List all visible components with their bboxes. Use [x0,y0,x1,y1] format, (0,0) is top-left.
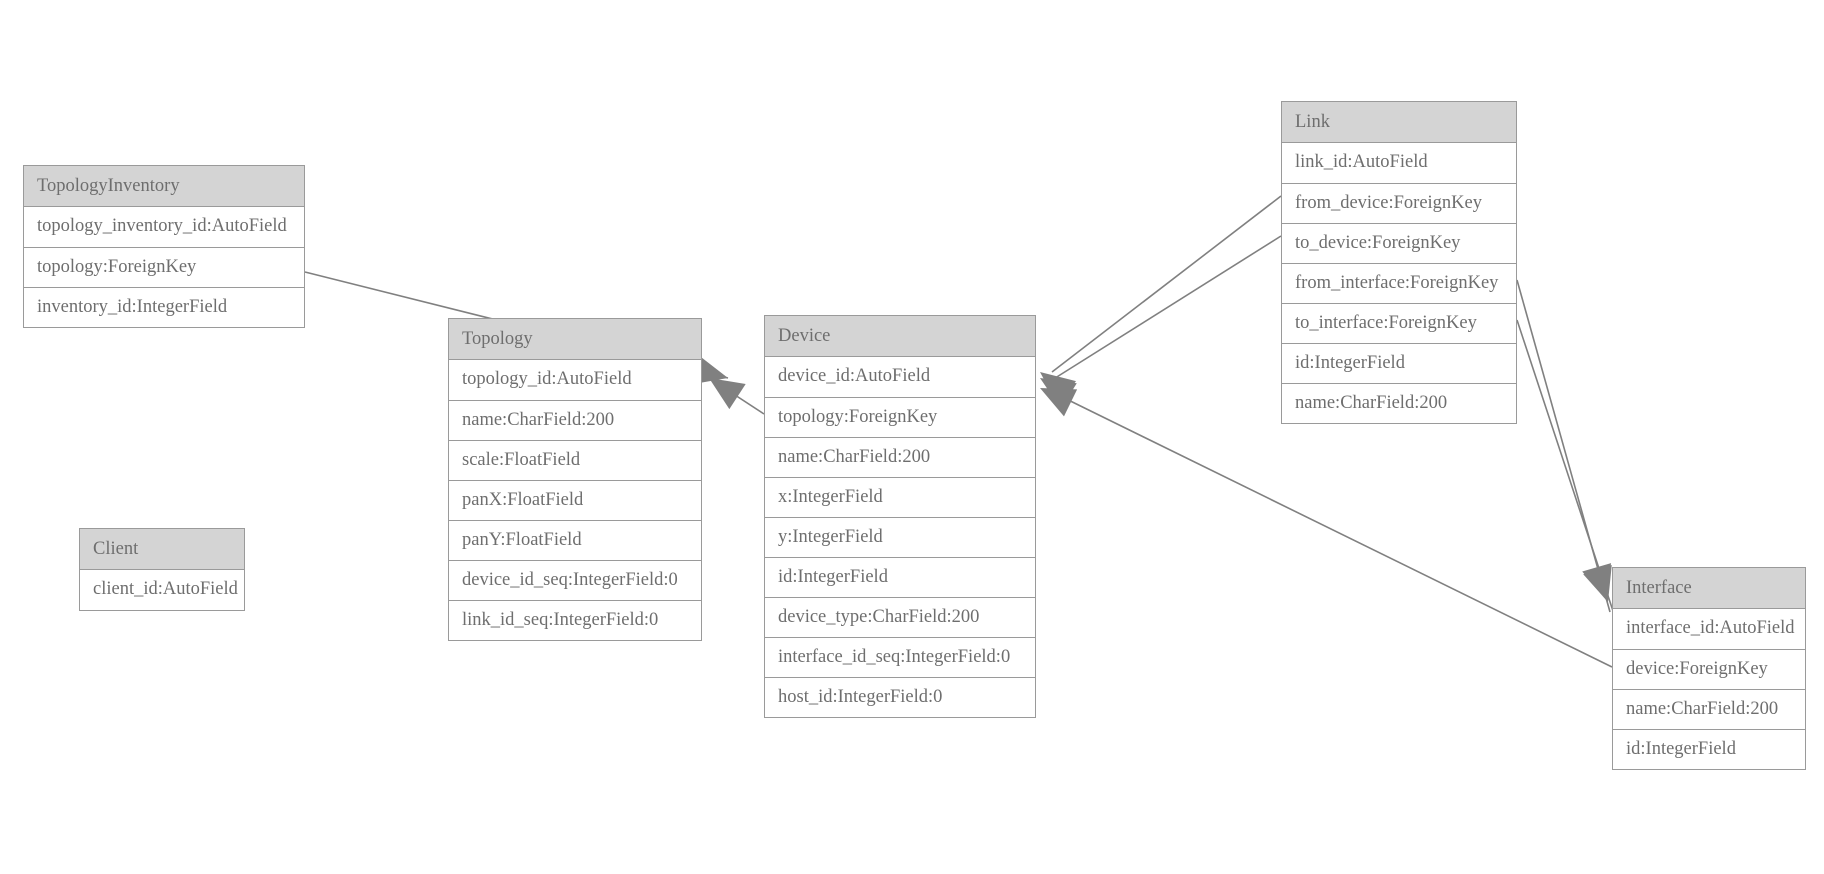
rel-link-from-interface [1516,279,1612,613]
entity-title-topology_inventory: TopologyInventory [24,166,304,207]
rel-link-to-device [1040,235,1282,409]
relationship-arrowhead [709,378,746,410]
entity-attribute: from_device:ForeignKey [1282,183,1516,223]
relationship-line [1051,391,1613,668]
entity-title-topology: Topology [449,319,701,360]
rel-link-to-interface [1516,319,1615,615]
entity-attribute: topology_inventory_id:AutoField [24,207,304,247]
relationship-line [1516,279,1611,613]
entity-attribute: name:CharField:200 [1282,383,1516,423]
entity-attribute: client_id:AutoField [80,570,244,610]
entity-attribute: from_interface:ForeignKey [1282,263,1516,303]
entity-attribute: scale:FloatField [449,440,701,480]
entity-attribute: device:ForeignKey [1613,649,1805,689]
entity-attribute: device_type:CharField:200 [765,597,1035,637]
rel-device-topology [708,377,765,415]
relationship-arrowhead [1040,372,1077,405]
relationship-arrowhead [1040,378,1077,409]
entity-attribute: topology:ForeignKey [24,247,304,287]
entity-attribute: topology_id:AutoField [449,360,701,400]
entity-attribute: topology:ForeignKey [765,397,1035,437]
entity-title-interface: Interface [1613,568,1805,609]
entity-attribute: link_id:AutoField [1282,143,1516,183]
entity-attribute: panY:FloatField [449,520,701,560]
rel-link-from-device [1040,195,1282,405]
entity-attribute: panX:FloatField [449,480,701,520]
entity-attribute: interface_id:AutoField [1613,609,1805,649]
entity-attribute: to_device:ForeignKey [1282,223,1516,263]
relationship-line [1516,319,1615,615]
relationship-line [1051,195,1282,373]
relationship-arrowhead [1040,388,1078,417]
entity-attribute: device_id:AutoField [765,357,1035,397]
entity-attribute: name:CharField:200 [1613,689,1805,729]
entity-attribute: link_id_seq:IntegerField:0 [449,600,701,640]
relationship-line [1051,235,1282,381]
entity-attribute: name:CharField:200 [449,400,701,440]
entity-attribute: inventory_id:IntegerField [24,287,304,327]
entity-title-client: Client [80,529,244,570]
entity-attribute: y:IntegerField [765,517,1035,557]
entity-title-device: Device [765,316,1035,357]
entity-attribute: id:IntegerField [1613,729,1805,769]
entity-title-link: Link [1282,102,1516,143]
entity-attribute: to_interface:ForeignKey [1282,303,1516,343]
entity-attribute: host_id:IntegerField:0 [765,677,1035,717]
relationship-line [708,377,765,415]
entity-attribute: x:IntegerField [765,477,1035,517]
entity-attribute: id:IntegerField [1282,343,1516,383]
entity-attribute: name:CharField:200 [765,437,1035,477]
entity-attribute: interface_id_seq:IntegerField:0 [765,637,1035,677]
entity-attribute: device_id_seq:IntegerField:0 [449,560,701,600]
entity-attribute: id:IntegerField [765,557,1035,597]
